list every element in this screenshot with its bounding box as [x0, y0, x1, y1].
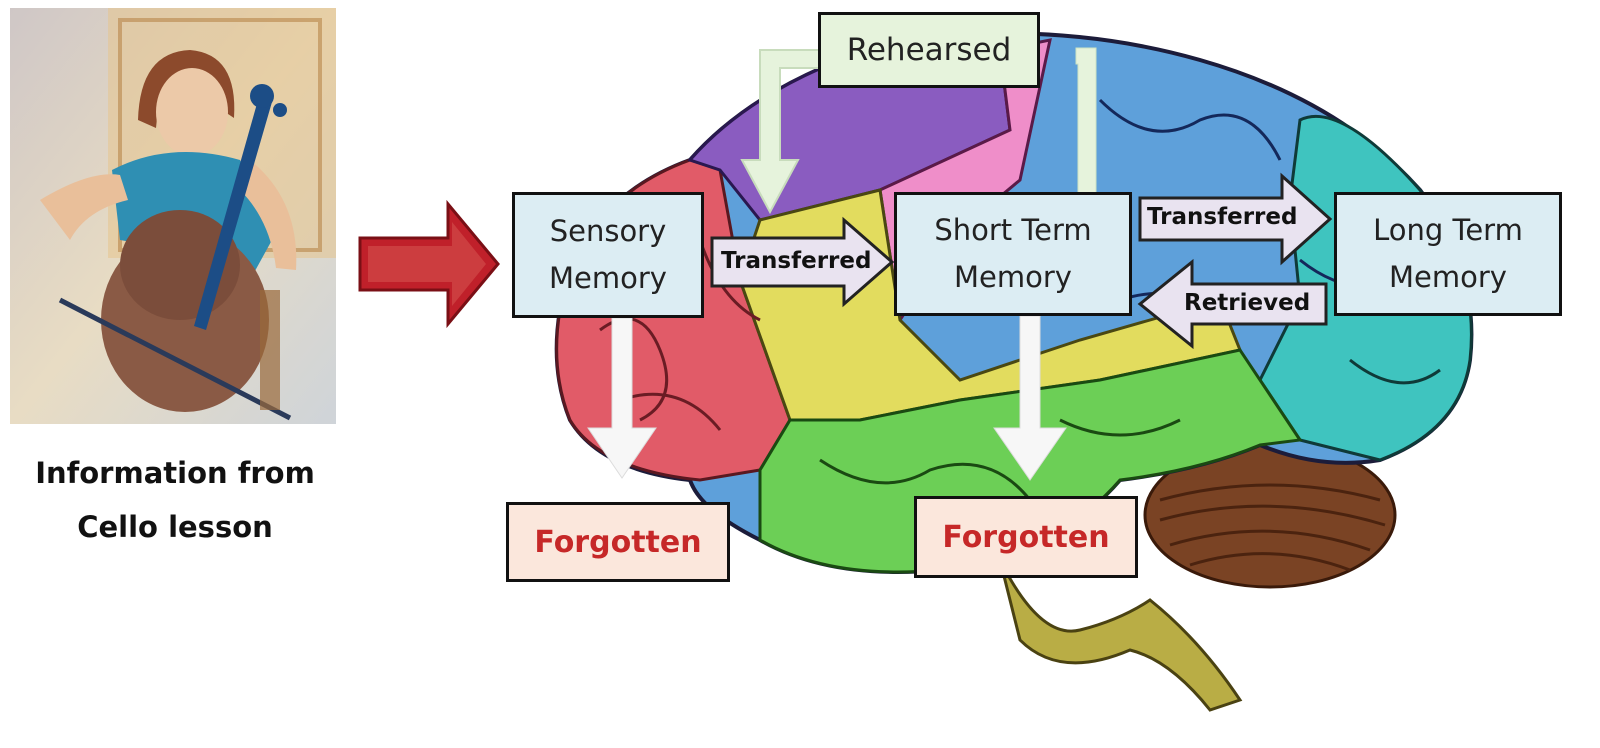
short-term-memory-line-2: Memory	[954, 260, 1072, 294]
sensory-memory-line-1: Sensory	[549, 214, 667, 248]
rehearsed-box: Rehearsed	[818, 12, 1040, 88]
label-sensory-to-short: Transferred	[721, 248, 872, 274]
input-arrow	[358, 199, 500, 329]
arrow-sensory-to-short	[710, 216, 895, 308]
long-term-memory-line-2: Memory	[1389, 260, 1507, 294]
forgotten-box-short-term: Forgotten	[914, 496, 1138, 578]
input-caption: Information from Cello lesson	[0, 446, 350, 554]
brain-illustration	[554, 31, 1474, 712]
short-term-memory-line-1: Short Term	[934, 213, 1092, 247]
caption-line-1: Information from	[35, 456, 315, 490]
short-term-memory-box: Short Term Memory	[894, 192, 1132, 316]
forgotten-box-sensory: Forgotten	[506, 502, 730, 582]
arrow-short-to-long	[1138, 172, 1333, 266]
sensory-memory-box: Sensory Memory	[512, 192, 704, 318]
long-term-memory-box: Long Term Memory	[1334, 192, 1562, 316]
flow-arrows	[587, 47, 1333, 481]
long-term-memory-line-1: Long Term	[1373, 213, 1523, 247]
label-short-to-long: Transferred	[1147, 204, 1298, 230]
label-long-to-short: Retrieved	[1184, 290, 1311, 316]
arrow-long-to-short	[1137, 258, 1328, 350]
sensory-memory-line-2: Memory	[549, 261, 667, 295]
cello-painting	[10, 8, 336, 424]
caption-line-2: Cello lesson	[77, 510, 273, 544]
